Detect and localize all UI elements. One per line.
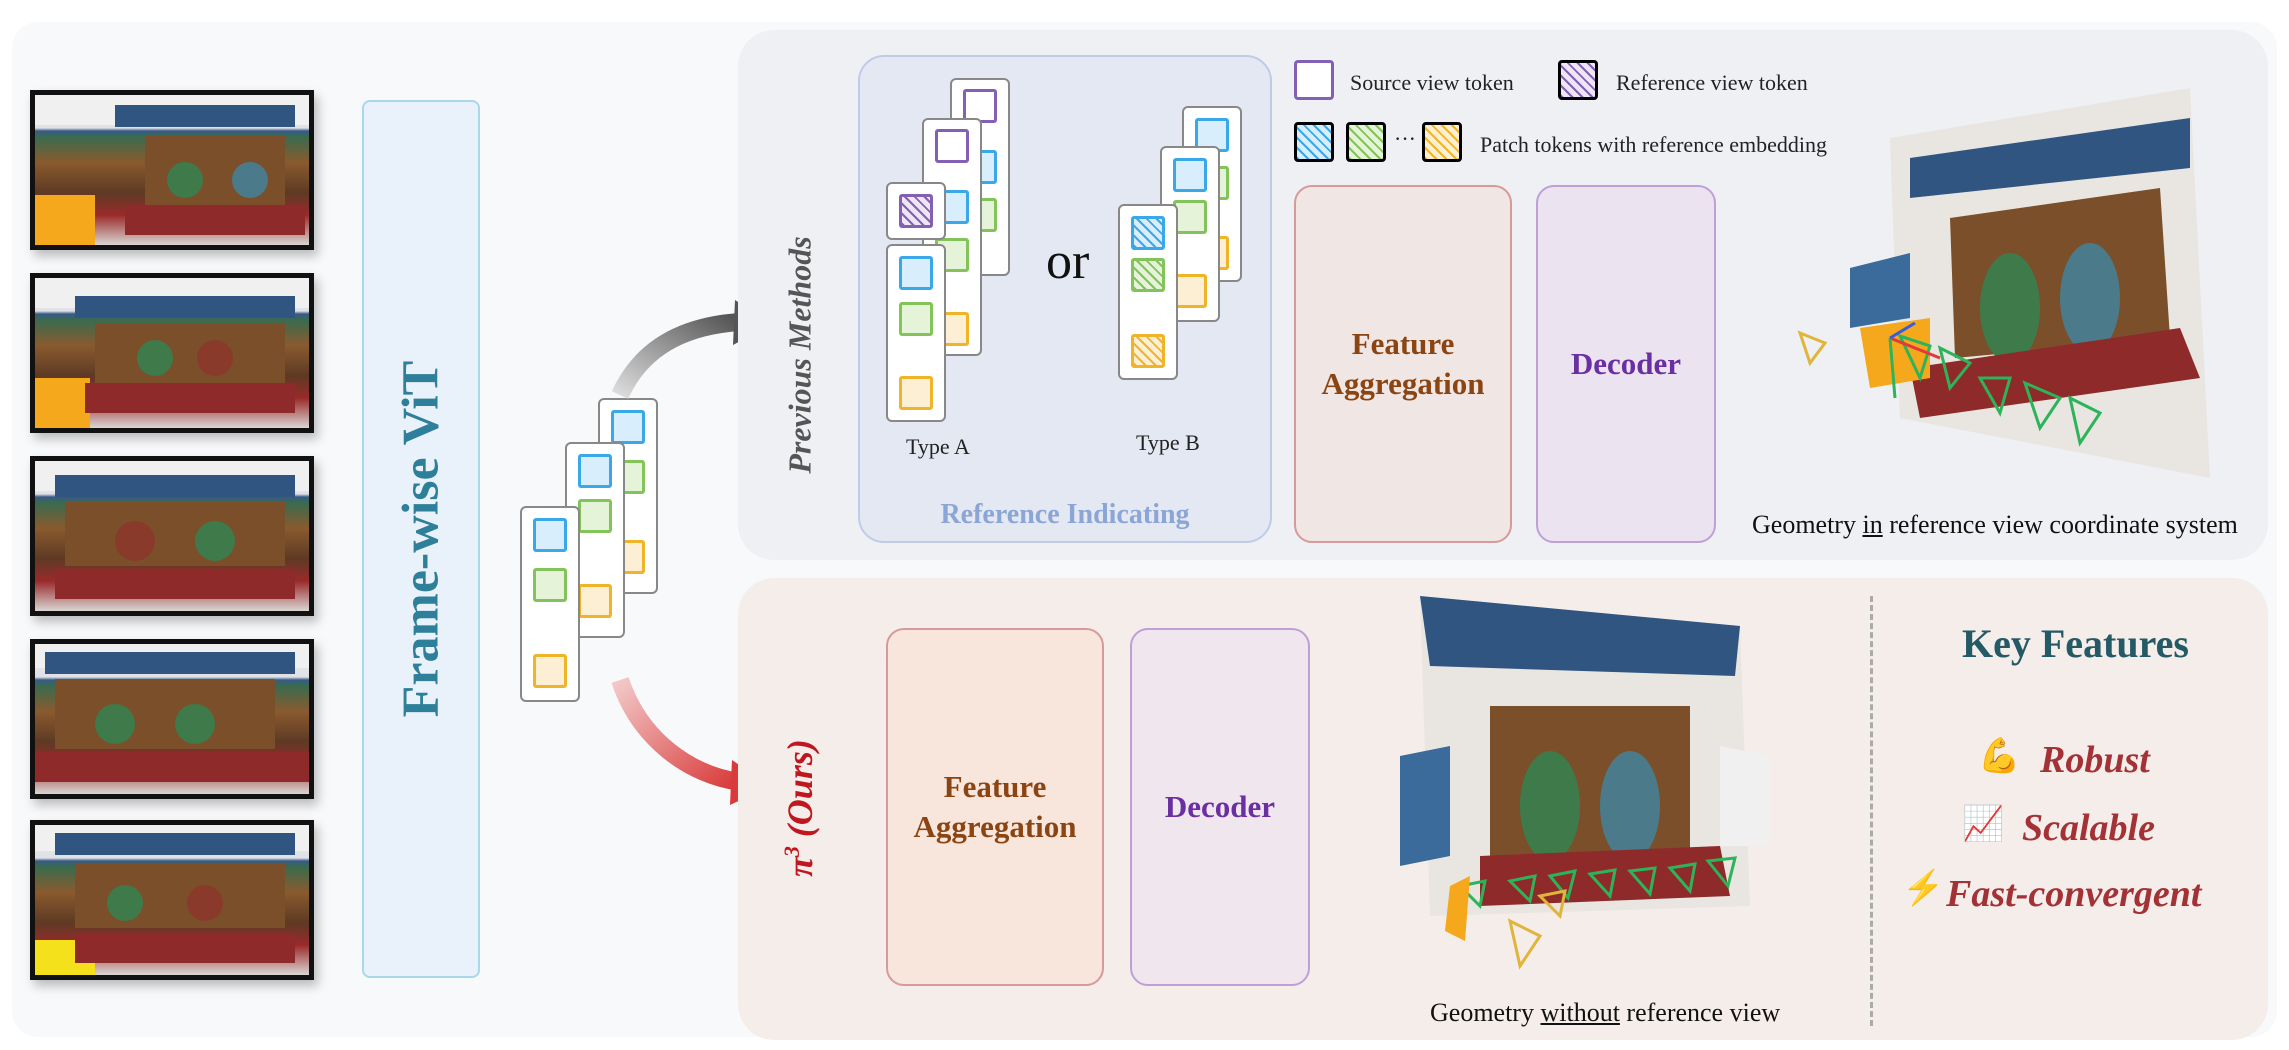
prev-geometry-caption: Geometry in reference view coordinate sy… [1752,510,2238,540]
input-frame-1 [30,90,314,250]
legend-reference-label: Reference view token [1616,70,1808,95]
key-features-title: Key Features [1962,621,2189,666]
legend-ellipsis: ··· [1394,126,1416,151]
token-blue [899,256,933,290]
prev-caption-pre: Geometry [1752,510,1863,539]
chart-increasing-icon: 📈 [1962,806,2005,843]
previous-methods-label: Previous Methods [781,236,818,474]
token-blue [578,454,612,488]
input-frame-5 [30,820,314,980]
reference-token [899,194,933,228]
token-blue-hatched [1131,216,1165,250]
legend-source-label: Source view token [1350,70,1514,95]
legend-patch-label: Patch tokens with reference embedding [1480,132,1827,157]
input-frame-4 [30,639,314,799]
prev-feature-aggregation-block: Feature Aggregation [1294,185,1512,543]
type-b-card-front [1118,204,1178,380]
legend-patch-yellow [1422,122,1462,162]
ours-label-rest: (Ours) [780,739,820,847]
reference-indicating-label: Reference Indicating [940,499,1190,530]
token-green [1173,200,1207,234]
arrow-to-ours [611,676,742,791]
token-green [533,568,567,602]
arrow-to-previous [611,313,741,399]
ours-superscript: 3 [779,846,804,858]
input-frame-3 [30,456,314,616]
type-a-label: Type A [906,434,970,459]
frame-wise-vit-label: Frame-wise ViT [392,360,450,718]
token-blue [533,518,567,552]
frame-wise-vit-block: Frame-wise ViT [362,100,480,978]
ours-reconstruction-scene [1400,596,1770,970]
token-blue [1173,158,1207,192]
token-yellow-hatched [1131,334,1165,368]
legend-reference-swatch [1558,60,1598,100]
ours-label: π3 (Ours) [779,739,821,877]
legend-patch-green [1346,122,1386,162]
token-yellow [1173,274,1207,308]
token-green-hatched [1131,258,1165,292]
ours-geometry-caption: Geometry without reference view [1430,998,1780,1028]
flexed-biceps-icon: 💪 [1978,738,2021,775]
token-yellow [578,584,612,618]
type-a-card-front [886,244,946,422]
type-a-card-ref [886,182,946,240]
prev-caption-emphasis: in [1862,510,1883,539]
input-frame-2 [30,273,314,433]
prev-decoder-block: Decoder [1536,185,1716,543]
token-green [899,302,933,336]
token-yellow [899,376,933,410]
legend-patch-blue [1294,122,1334,162]
ours-caption-emphasis: without [1540,998,1620,1027]
ours-caption-pre: Geometry [1430,998,1541,1027]
feature-robust: Robust [2040,739,2150,781]
feature-scalable: Scalable [2022,807,2155,849]
source-token [935,129,969,163]
key-features-divider [1870,596,1873,1026]
lightning-icon: ⚡ [1902,870,1945,907]
prev-caption-post: reference view coordinate system [1882,510,2238,539]
ours-caption-post: reference view [1619,998,1781,1027]
token-card-front [520,506,580,702]
token-blue [611,410,645,444]
ours-feature-aggregation-block: Feature Aggregation [886,628,1104,986]
type-b-label: Type B [1136,430,1200,455]
ours-decoder-block: Decoder [1130,628,1310,986]
legend-source-swatch [1294,60,1334,100]
token-yellow [533,654,567,688]
or-label: or [1046,233,1090,290]
ours-pi: π [780,857,820,877]
feature-fast-convergent: Fast-convergent [1946,873,2202,915]
prev-reconstruction-scene [1797,88,2210,478]
